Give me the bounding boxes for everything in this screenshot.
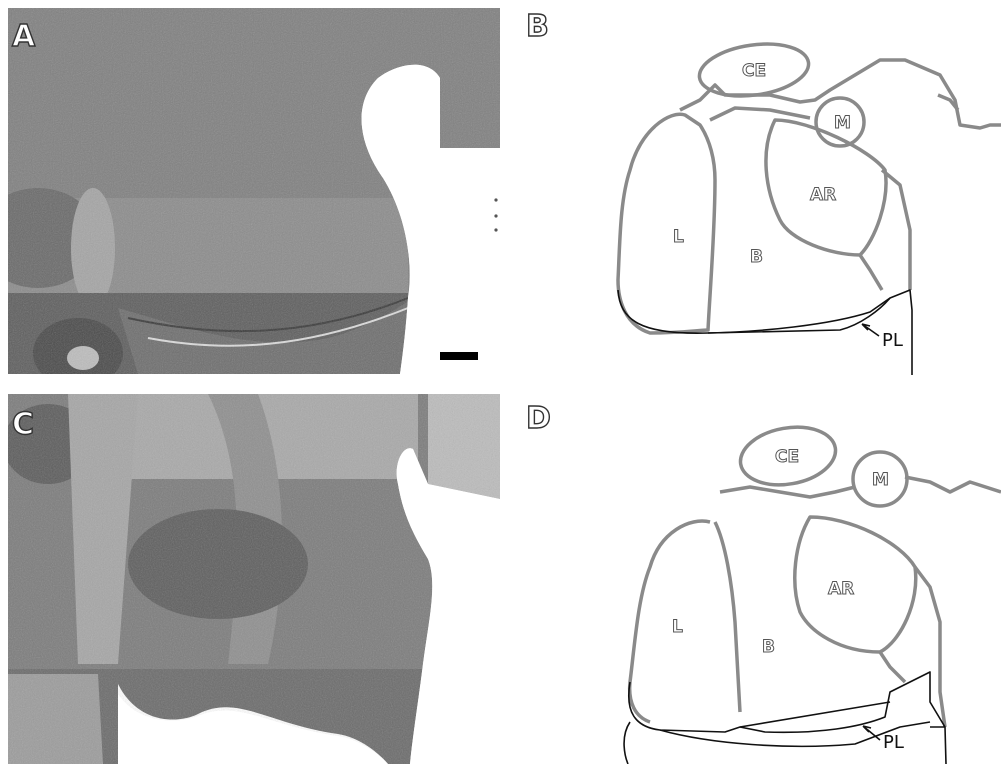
label-pl-d: PL (883, 732, 904, 753)
panel-a-photo: A (8, 8, 500, 374)
label-m: M (834, 113, 851, 133)
scale-bar (440, 352, 478, 360)
panel-d-drawing: CE M AR L B PL D (510, 382, 1001, 764)
label-ar-d: AR (828, 579, 854, 599)
label-b-d: B (762, 637, 775, 657)
region-l-outline-d (630, 521, 710, 722)
pl-pointer (862, 324, 879, 336)
panel-b-drawing: CE M AR L B PL B (510, 0, 1001, 382)
label-pl: PL (882, 330, 903, 351)
panel-b-letter: B (526, 12, 549, 42)
panel-c-image (8, 394, 500, 764)
region-b-lower-outline-d (629, 672, 945, 732)
panel-a-letter: A (12, 22, 35, 52)
label-ce-d: CE (775, 447, 799, 467)
label-l: L (673, 227, 684, 247)
panel-d-letter: D (526, 404, 551, 434)
label-ar: AR (810, 185, 836, 205)
label-b: B (750, 247, 763, 267)
label-m-d: M (872, 470, 889, 490)
panel-a-image (8, 8, 500, 374)
panel-b-svg: CE M AR L B PL (510, 0, 1001, 382)
label-l-d: L (672, 617, 683, 637)
panel-c-photo: C (8, 394, 500, 764)
region-l-outline (618, 114, 715, 333)
panel-c-letter: C (12, 410, 34, 440)
label-ce: CE (742, 61, 766, 81)
region-ar-outline-d (795, 517, 916, 652)
panel-d-svg: CE M AR L B PL (510, 382, 1001, 764)
